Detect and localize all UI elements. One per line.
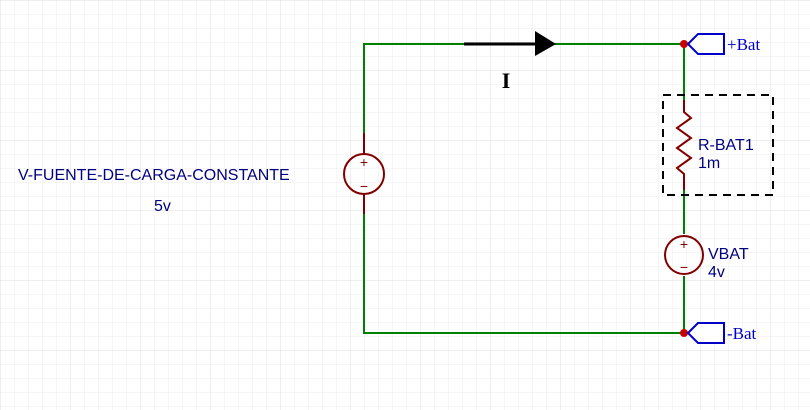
source-main-plus: + [360, 154, 368, 170]
current-arrow [464, 31, 556, 56]
wire-left-bottom[interactable] [363, 214, 684, 334]
resistor-zigzag-icon [675, 100, 693, 190]
net-label-top-flag-icon [686, 33, 725, 55]
net-label-bottom[interactable]: -Bat [686, 322, 757, 344]
battery-minus: − [680, 259, 688, 275]
junction-top [680, 40, 688, 48]
resistor-dashed-box [662, 94, 774, 196]
source-main-value: 5v [154, 198, 171, 215]
resistor-value: 1m [698, 155, 720, 172]
source-main-minus: − [360, 178, 368, 194]
battery-plus: + [680, 236, 688, 252]
resistor-symbol[interactable] [675, 100, 693, 190]
net-label-bottom-flag-icon [686, 322, 725, 344]
net-label-bottom-text: -Bat [727, 324, 757, 343]
source-main[interactable]: + − [343, 133, 385, 214]
battery-value: 4v [708, 264, 725, 281]
arrow-head-icon [535, 31, 556, 56]
junction-bottom [680, 329, 688, 337]
net-label-top[interactable]: +Bat [686, 33, 760, 55]
battery-circle [664, 235, 704, 275]
resistor-name: R-BAT1 [698, 137, 754, 154]
wires [363, 43, 685, 334]
current-label: I [502, 68, 511, 93]
net-label-top-text: +Bat [727, 35, 760, 54]
battery-name: VBAT [708, 246, 749, 263]
wire-top[interactable] [363, 43, 684, 133]
source-main-circle [343, 153, 385, 195]
battery-source[interactable]: + − [664, 235, 704, 275]
source-main-name: V-FUENTE-DE-CARGA-CONSTANTE [18, 167, 290, 184]
